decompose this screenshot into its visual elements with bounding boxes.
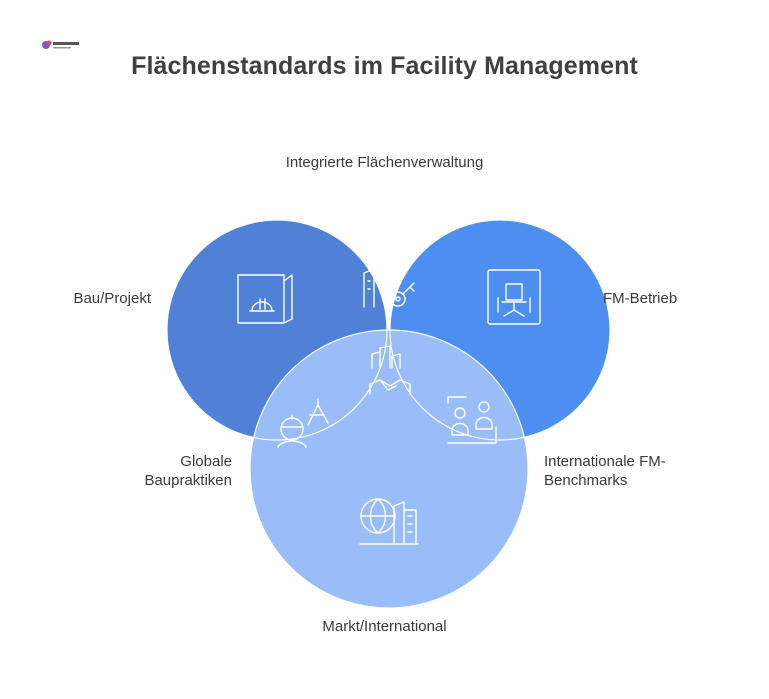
buildings-key-icon bbox=[363, 256, 415, 308]
label-line: Globale bbox=[180, 453, 232, 470]
label-globale-baupraktiken: Globale Baupraktiken bbox=[100, 452, 232, 490]
label-internationale-fm-benchmarks: Internationale FM- Benchmarks bbox=[544, 452, 744, 490]
label-line: Benchmarks bbox=[544, 472, 628, 489]
buildings-handshake-icon bbox=[369, 345, 411, 395]
office-chair-icon bbox=[487, 269, 541, 325]
region-outlines bbox=[166, 219, 611, 609]
company-logo bbox=[42, 40, 79, 49]
globe-building-icon bbox=[359, 498, 419, 545]
label-fm-betrieb: FM-Betrieb bbox=[603, 290, 678, 307]
label-integrierte-flaechenverwaltung: Integrierte Flächenverwaltung bbox=[285, 154, 484, 171]
label-line: Baupraktiken bbox=[144, 472, 232, 489]
label-line: Internationale FM- bbox=[544, 453, 666, 470]
engineer-compass-icon bbox=[277, 398, 329, 448]
circle-markt-international bbox=[250, 330, 528, 608]
building-plan-hardhat-icon bbox=[237, 274, 293, 324]
people-comparison-icon bbox=[447, 396, 497, 444]
label-markt-international: Markt/International bbox=[322, 618, 447, 635]
diagram-title: Flächenstandards im Facility Management bbox=[131, 52, 638, 80]
label-bau-projekt: Bau/Projekt bbox=[73, 290, 151, 307]
